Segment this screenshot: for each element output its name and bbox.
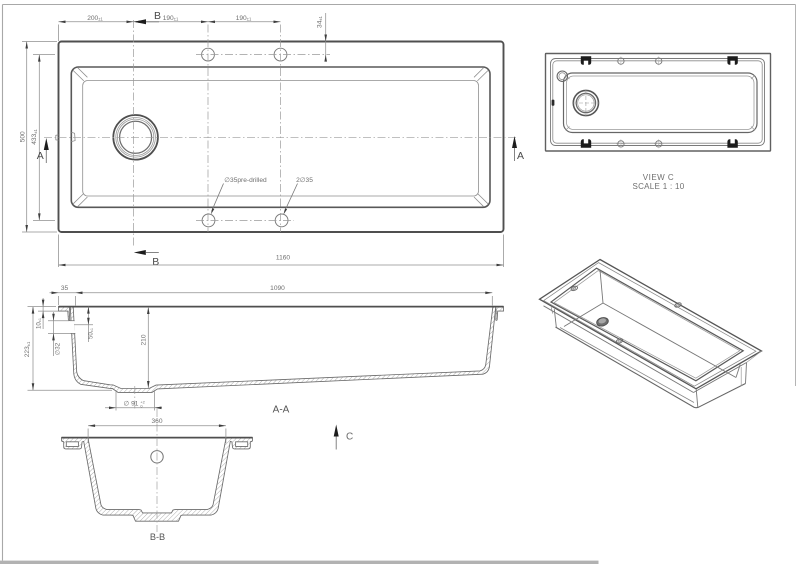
svg-text:50±1: 50±1 xyxy=(87,328,94,339)
svg-text:10±1: 10±1 xyxy=(36,318,43,329)
svg-text:∅35pre-drilled: ∅35pre-drilled xyxy=(224,177,267,184)
svg-text:35: 35 xyxy=(61,285,69,292)
svg-text:360: 360 xyxy=(151,418,162,425)
svg-text:A: A xyxy=(517,150,524,162)
svg-text:0: 0 xyxy=(140,404,143,409)
svg-text:500: 500 xyxy=(19,131,26,142)
svg-text:433±1: 433±1 xyxy=(31,129,38,145)
svg-text:1160: 1160 xyxy=(276,254,291,261)
svg-text:VIEW C: VIEW C xyxy=(643,173,674,182)
svg-text:190±1: 190±1 xyxy=(163,15,179,22)
svg-text:+2: +2 xyxy=(140,400,144,405)
svg-text:∅ 91: ∅ 91 xyxy=(124,401,139,408)
svg-text:A-A: A-A xyxy=(273,405,290,416)
svg-text:SCALE 1 : 10: SCALE 1 : 10 xyxy=(632,182,684,191)
svg-text:A: A xyxy=(37,150,44,162)
svg-text:∅32: ∅32 xyxy=(55,342,62,355)
svg-text:B-B: B-B xyxy=(150,532,165,542)
svg-text:C: C xyxy=(346,432,353,443)
svg-text:1090: 1090 xyxy=(270,285,285,292)
svg-text:210: 210 xyxy=(141,334,148,345)
svg-text:B: B xyxy=(152,256,159,268)
svg-text:190±1: 190±1 xyxy=(236,15,252,22)
svg-text:B: B xyxy=(154,10,161,22)
svg-text:2∅35: 2∅35 xyxy=(296,177,313,184)
svg-text:223±1: 223±1 xyxy=(24,341,31,357)
svg-text:34±1: 34±1 xyxy=(317,15,324,28)
svg-text:200±1: 200±1 xyxy=(87,15,103,22)
